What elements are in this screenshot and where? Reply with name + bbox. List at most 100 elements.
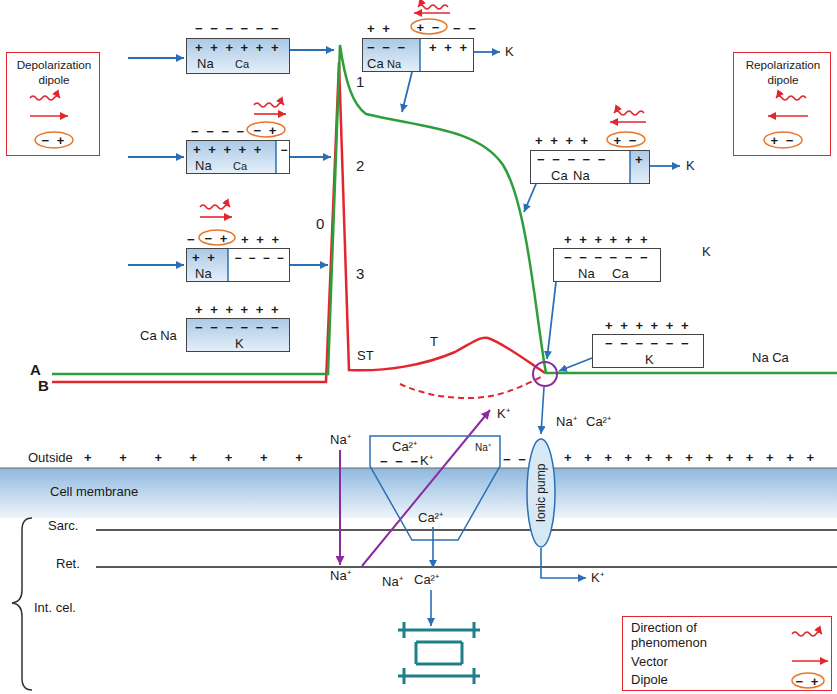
legend-text: Depolarization dipole [7, 57, 101, 87]
dipole-sign: + − [417, 19, 442, 34]
charge-row: − − − − − − [195, 21, 281, 36]
illustration-part [650, 165, 680, 167]
ion-label: Na [195, 158, 212, 173]
legend-box: Depolarization dipole − + [6, 52, 100, 156]
cell-box: − − − − − −+ + + + + +NaCa [186, 38, 290, 74]
illustration-part [227, 248, 229, 282]
ion-label: Na Ca [752, 350, 789, 365]
charge-row: − − − − [235, 250, 286, 265]
charge-row: − − [503, 452, 528, 467]
illustration-part [275, 140, 277, 174]
illustration-part [541, 548, 586, 578]
legend-text: Vector [631, 654, 668, 669]
ion-label: Ca²⁺ [586, 414, 611, 429]
dipole-oval: + − [763, 131, 803, 149]
ion-label: K⁺ [591, 570, 604, 585]
charge-row: + + + + + [193, 142, 263, 157]
illustration-part [186, 38, 290, 74]
illustration-part [414, 12, 450, 14]
illustration-part [290, 49, 334, 51]
illustration-part [30, 115, 68, 117]
charge-row: + + + + + + [605, 318, 691, 333]
ion-label: K [686, 158, 695, 173]
illustration-part [362, 410, 490, 566]
ion-label: Na [195, 266, 212, 281]
ion-label: K [645, 352, 654, 367]
ion-label: Na⁺ [556, 414, 577, 429]
repolarization-circle [533, 362, 557, 386]
pump-label: Ionic pump [534, 464, 549, 523]
illustration-part [792, 660, 828, 662]
illustration-part [430, 590, 432, 626]
sarcoplasmic-line [96, 566, 837, 568]
ion-label: Na⁺ [382, 574, 403, 589]
oval-shape [411, 19, 447, 34]
cell-box: + + + + + +− − − − − −NaCa [553, 248, 661, 282]
ion-label: Na [573, 168, 590, 183]
sarcomere-icon [398, 622, 480, 684]
charge-row: + + + + + + [195, 40, 281, 55]
leader-arrows [128, 50, 680, 371]
dipole-sign: − + [205, 230, 230, 245]
ecg-curve [52, 62, 545, 382]
ion-label: K [702, 244, 711, 259]
ion-label: K⁺ [497, 406, 510, 421]
oval-shape [35, 132, 73, 148]
illustration-part [362, 38, 420, 72]
ion-label: Ca²⁺ [392, 439, 417, 454]
charge-row: − − − − [191, 124, 246, 139]
charge-row: + + + [429, 40, 469, 55]
charge-row: − − − [367, 40, 407, 55]
charge-row: + + + + + + + [84, 450, 315, 465]
illustration-part [186, 248, 228, 282]
ion-label: Na [387, 57, 401, 72]
illustration-part [290, 156, 331, 158]
ion-label: Ca²⁺ [418, 510, 443, 525]
dipole-oval: − + [246, 121, 286, 138]
illustration-part [254, 103, 284, 107]
charge-row: − − − [380, 454, 420, 469]
ion-label: K [505, 44, 514, 59]
legend-text: Repolarization dipole [734, 57, 832, 87]
illustration-part [339, 450, 341, 565]
ion-label: Ca [551, 168, 568, 183]
charge-row: + [635, 152, 645, 167]
illustration-part [254, 113, 286, 115]
charge-row: − − − − − − [564, 250, 650, 265]
region-label: Outside [28, 450, 73, 465]
illustration-part [128, 264, 184, 266]
dipole-sign: − + [796, 673, 821, 688]
cell-box: + +− −− − −+ + +CaNa [362, 38, 474, 72]
illustration-part [474, 51, 500, 53]
ion-label: Na [197, 56, 214, 71]
phase-number: 0 [316, 216, 324, 231]
phase-number: 1 [356, 74, 364, 89]
illustration-part [30, 96, 60, 100]
charge-row: + + [192, 250, 217, 265]
dipole-sign: + − [771, 133, 796, 148]
illustration-part [776, 96, 806, 100]
ion-label: Ca [233, 159, 247, 174]
oval-shape [247, 122, 285, 137]
illustration-part [768, 115, 808, 117]
ionic-pump: Ionic pump [526, 438, 556, 548]
dipole-sign: + − [614, 132, 639, 147]
cell-shading [186, 38, 650, 352]
phase-number: 2 [356, 158, 364, 173]
charge-row: − − [453, 21, 478, 36]
dipole-sign: − + [42, 133, 67, 148]
dipole-oval: − + [198, 229, 236, 246]
illustration-part [402, 72, 412, 112]
dipole-arrows [30, 5, 828, 661]
dipole-oval: − + [791, 672, 825, 689]
illustration-part [432, 527, 434, 568]
illustration-part [418, 5, 448, 9]
ion-label: K [235, 336, 244, 351]
legend-box: Direction of phenomenonVectorDipole− + [622, 616, 832, 691]
region-label: Int. cel. [34, 600, 76, 615]
cell-box: + + + + + +− − − − − −K [592, 334, 704, 368]
dipole-sign: − + [254, 122, 279, 137]
charge-row: − − − − − [537, 152, 607, 167]
